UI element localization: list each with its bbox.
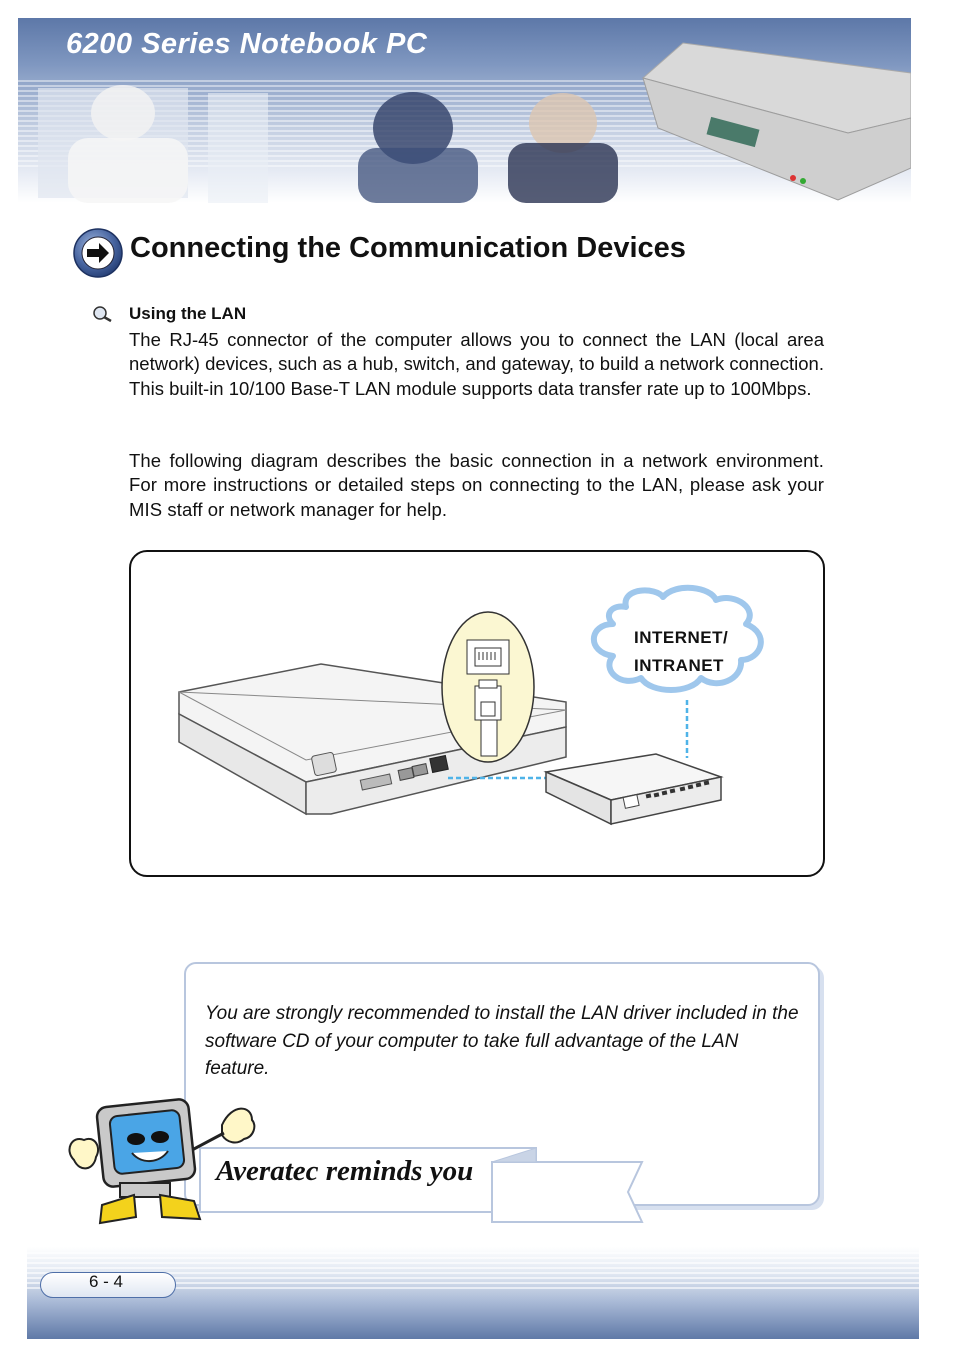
arrow-right-bullet-icon <box>73 228 123 278</box>
header-photo-illustration <box>38 42 911 203</box>
network-hub-switch-illustration <box>543 753 724 826</box>
rj45-connector-zoom-illustration <box>441 611 535 763</box>
page-number: 6 - 4 <box>89 1272 124 1291</box>
subsection-heading: Using the LAN <box>129 304 247 323</box>
monitor-mascot-icon <box>68 1098 256 1225</box>
cloud-label: INTERNET/ INTRANET <box>634 624 728 680</box>
section-heading: Connecting the Communication Devices <box>130 232 686 264</box>
page-header-banner: 6200 Series Notebook PC <box>18 18 911 203</box>
lan-diagram-intro-paragraph: The following diagram describes the basi… <box>129 450 824 520</box>
cloud-label-line-1: INTERNET/ <box>634 628 729 647</box>
magnifier-bullet-icon <box>93 306 112 323</box>
diagram-illustration <box>178 584 764 826</box>
internet-cloud-illustration <box>590 584 764 693</box>
reminder-label: Averatec reminds you <box>216 1155 474 1187</box>
reminder-ribbon <box>199 1147 644 1223</box>
page-number-badge <box>40 1272 176 1298</box>
cloud-label-line-2: INTRANET <box>634 656 724 675</box>
network-cable-lines <box>448 700 689 780</box>
network-connection-diagram: INTERNET/ INTRANET <box>129 550 825 877</box>
header-title: 6200 Series Notebook PC <box>66 28 428 60</box>
reminder-text: You are strongly recommended to install … <box>205 1003 799 1079</box>
lan-description-paragraph: The RJ-45 connector of the computer allo… <box>129 329 824 399</box>
